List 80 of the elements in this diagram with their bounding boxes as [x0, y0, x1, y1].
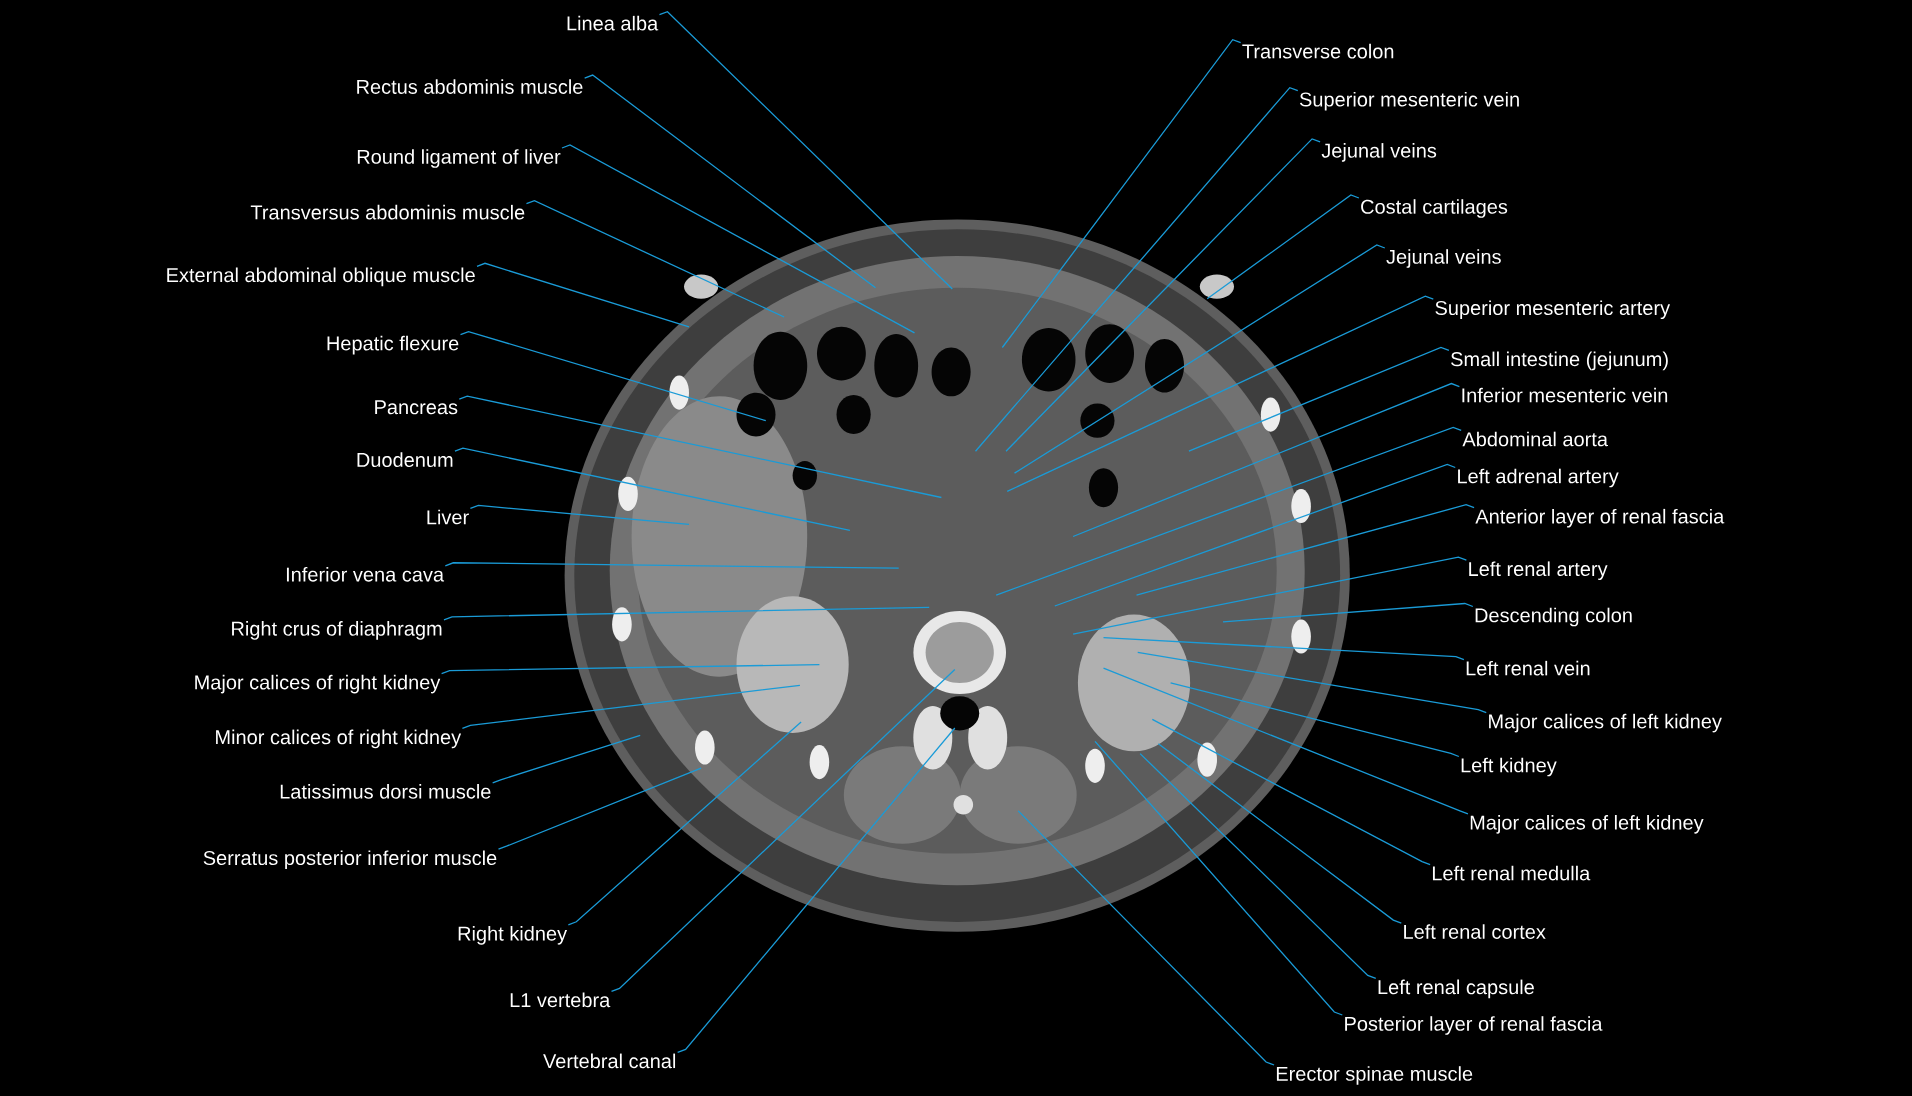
structure-label: Transverse colon — [1242, 43, 1394, 59]
structure-label: Right kidney — [458, 926, 568, 945]
leader-line — [610, 668, 956, 992]
leader-line — [440, 663, 821, 675]
structure-label: Liver — [427, 509, 469, 525]
leader-line — [444, 562, 900, 569]
leader-line — [454, 447, 851, 532]
structure-label: Major calices of right kidney — [195, 674, 441, 694]
leader-line — [1072, 556, 1468, 635]
structure-label: Superior mesenteric artery — [1435, 300, 1671, 320]
structure-label: Transversus abdominis muscle — [250, 204, 525, 220]
structure-label: External abdominal oblique muscle — [167, 267, 475, 287]
structure-label: Posterior layer of renal fascia — [1345, 1016, 1603, 1035]
structure-label: Erector spinae muscle — [1276, 1066, 1473, 1085]
leader-line — [1102, 637, 1465, 661]
leader-line — [676, 727, 956, 1053]
structure-label: Right crus of diaphragm — [232, 621, 442, 640]
structure-label: Jejunal veins — [1386, 249, 1501, 268]
structure-label: Abdominal aorta — [1462, 431, 1608, 447]
leader-line — [1054, 463, 1456, 607]
leader-line — [1157, 743, 1402, 924]
structure-label: Serratus posterior inferior muscle — [203, 850, 497, 870]
structure-label: Jejunal veins — [1321, 143, 1437, 162]
leader-line — [1169, 682, 1460, 758]
structure-label: Linea alba — [567, 15, 659, 31]
leader-line — [1188, 346, 1450, 452]
leader-line — [525, 199, 785, 318]
leader-line — [584, 74, 877, 289]
structure-label: Major calices of left kidney — [1470, 815, 1704, 834]
leader-line — [1222, 602, 1474, 623]
structure-label: Left adrenal artery — [1458, 468, 1619, 488]
structure-label: Left renal artery — [1469, 561, 1608, 581]
leader-line — [1013, 244, 1386, 474]
structure-label: Inferior mesenteric vein — [1462, 387, 1668, 403]
structure-label: Small intestine (jejunum) — [1451, 351, 1668, 371]
structure-label: Duodenum — [357, 452, 453, 468]
leader-line — [1006, 295, 1434, 493]
leader-line — [1137, 651, 1487, 714]
leader-line — [658, 10, 953, 290]
leader-line — [1139, 752, 1377, 980]
structure-label: Anterior layer of renal fascia — [1475, 508, 1725, 528]
leader-line — [1151, 718, 1431, 866]
structure-label: Left renal vein — [1466, 660, 1590, 676]
leader-line — [461, 684, 801, 730]
leader-line — [1072, 382, 1461, 538]
structure-label: Superior mesenteric vein — [1299, 91, 1519, 111]
leader-line — [492, 734, 641, 784]
leader-line — [459, 330, 767, 422]
leader-line — [561, 144, 916, 334]
leader-line — [974, 86, 1299, 452]
leader-line — [1001, 38, 1242, 349]
structure-label: Vertebral canal — [543, 1053, 676, 1069]
leader-line — [995, 426, 1462, 596]
structure-label: Latissimus dorsi muscle — [280, 784, 491, 799]
leader-line — [1206, 194, 1360, 300]
leader-line — [497, 767, 702, 850]
structure-label: Descending colon — [1475, 607, 1632, 627]
leader-line — [1005, 138, 1321, 452]
structure-label: Round ligament of liver — [357, 149, 561, 168]
leader-line — [1102, 667, 1469, 815]
structure-label: Pancreas — [375, 400, 458, 415]
structure-label: Hepatic flexure — [327, 335, 459, 355]
structure-label: Left renal cortex — [1404, 924, 1546, 939]
structure-label: Costal cartilages — [1361, 199, 1508, 218]
leader-line — [1135, 504, 1475, 596]
structure-label: Minor calices of right kidney — [216, 729, 462, 749]
structure-label: Left renal capsule — [1378, 979, 1534, 999]
structure-label: L1 vertebra — [510, 992, 611, 1008]
leader-line — [1094, 740, 1343, 1016]
structure-label: Inferior vena cava — [286, 566, 445, 582]
structure-label: Major calices of left kidney — [1489, 713, 1722, 733]
leader-line — [469, 504, 690, 525]
leader-line — [443, 606, 930, 621]
structure-label: Left kidney — [1461, 757, 1557, 777]
structure-label: Rectus abdominis muscle — [357, 79, 583, 94]
leader-line — [1017, 810, 1275, 1066]
structure-label: Left renal medulla — [1432, 865, 1591, 881]
leader-line — [476, 262, 690, 328]
leader-line — [458, 395, 943, 499]
leader-line — [567, 721, 802, 926]
